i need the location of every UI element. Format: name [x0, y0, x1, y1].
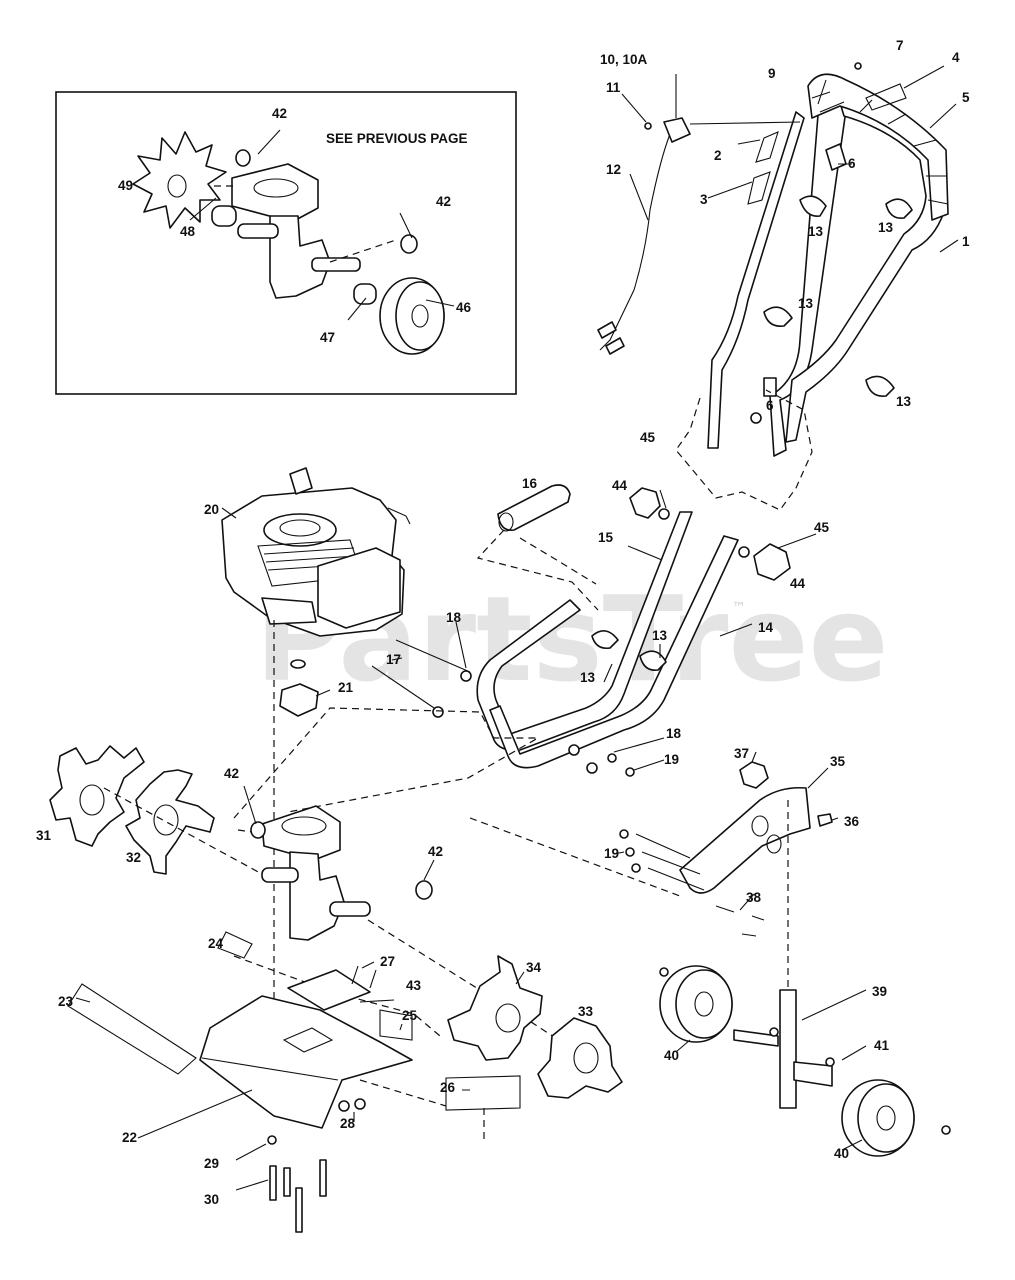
label-47: 47 — [320, 330, 335, 345]
handle-assembly — [597, 62, 959, 511]
label-14: 14 — [758, 620, 774, 635]
label-49: 49 — [118, 178, 133, 193]
label-32: 32 — [126, 850, 141, 865]
inset-title: SEE PREVIOUS PAGE — [326, 131, 468, 146]
label-13b: 13 — [878, 220, 894, 235]
label-17: 17 — [386, 652, 401, 667]
label-42b: 42 — [436, 194, 451, 209]
label-10: 10, 10A — [600, 52, 648, 67]
label-42c: 42 — [224, 766, 239, 781]
label-34: 34 — [526, 960, 542, 975]
lower-handle-tubes — [371, 484, 817, 777]
label-41: 41 — [874, 1038, 890, 1053]
label-37: 37 — [734, 746, 749, 761]
label-13c: 13 — [798, 296, 814, 311]
label-42d: 42 — [428, 844, 443, 859]
tines-left — [49, 745, 215, 875]
label-23: 23 — [58, 994, 74, 1009]
label-43: 43 — [406, 978, 422, 993]
label-18b: 18 — [666, 726, 682, 741]
label-20: 20 — [204, 502, 219, 517]
label-40a: 40 — [664, 1048, 679, 1063]
label-30: 30 — [204, 1192, 219, 1207]
coupler — [279, 683, 319, 717]
label-48: 48 — [180, 224, 196, 239]
label-42a: 42 — [272, 106, 287, 121]
label-35: 35 — [830, 754, 846, 769]
label-40b: 40 — [834, 1146, 849, 1161]
label-27: 27 — [380, 954, 395, 969]
label-13d: 13 — [896, 394, 912, 409]
label-4: 4 — [952, 50, 960, 65]
label-22: 22 — [122, 1130, 137, 1145]
label-18a: 18 — [446, 610, 462, 625]
label-19b: 19 — [604, 846, 619, 861]
label-25: 25 — [402, 1008, 418, 1023]
label-9: 9 — [768, 66, 776, 81]
label-3: 3 — [700, 192, 708, 207]
label-5: 5 — [962, 90, 970, 105]
label-11: 11 — [606, 80, 621, 95]
label-6b: 6 — [766, 398, 774, 413]
wheel-bracket — [469, 751, 951, 1157]
inset-panel: SEE PREVIOUS PAGE — [55, 91, 517, 395]
label-13a: 13 — [808, 224, 824, 239]
part-labels: 1 2 3 4 5 6 6 7 9 10, 10A 11 12 13 13 13… — [36, 38, 970, 1207]
label-29: 29 — [204, 1156, 219, 1171]
tines-right — [447, 955, 623, 1099]
label-46: 46 — [456, 300, 472, 315]
label-28: 28 — [340, 1116, 356, 1131]
label-39: 39 — [872, 984, 887, 999]
label-44b: 44 — [790, 576, 806, 591]
label-33: 33 — [578, 1004, 594, 1019]
label-36: 36 — [844, 814, 860, 829]
label-16: 16 — [522, 476, 538, 491]
label-7: 7 — [896, 38, 904, 53]
label-15: 15 — [598, 530, 614, 545]
label-12: 12 — [606, 162, 621, 177]
watermark-trademark: ™ — [732, 600, 746, 616]
label-13e: 13 — [580, 670, 596, 685]
label-31: 31 — [36, 828, 52, 843]
deflector-shield — [67, 931, 521, 1233]
label-2: 2 — [714, 148, 722, 163]
label-21: 21 — [338, 680, 354, 695]
label-44a: 44 — [612, 478, 628, 493]
tine-starburst — [132, 131, 227, 229]
label-38: 38 — [746, 890, 762, 905]
label-26: 26 — [440, 1080, 456, 1095]
label-45b: 45 — [814, 520, 830, 535]
center-gearbox — [103, 707, 621, 1081]
label-13f: 13 — [652, 628, 668, 643]
label-6a: 6 — [848, 156, 856, 171]
label-1: 1 — [962, 234, 970, 249]
engine — [221, 467, 411, 637]
label-24: 24 — [208, 936, 224, 951]
label-45a: 45 — [640, 430, 656, 445]
label-19a: 19 — [664, 752, 679, 767]
